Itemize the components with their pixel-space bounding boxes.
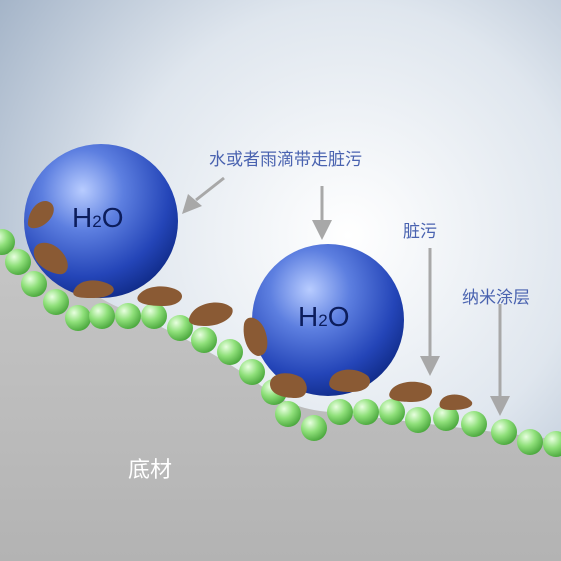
- label-dirt: 脏污: [403, 222, 437, 242]
- down-arrow-icon: [312, 186, 332, 240]
- label-water-carries-dirt: 水或者雨滴带走脏污: [209, 150, 362, 170]
- dirt-particle: [73, 280, 114, 298]
- nano-bead: [517, 429, 543, 455]
- nano-bead: [21, 271, 47, 297]
- nano-bead: [543, 431, 561, 457]
- dirt-particle: [329, 369, 371, 392]
- nano-bead: [65, 305, 91, 331]
- nano-bead: [43, 289, 69, 315]
- label-nano-coating: 纳米涂层: [462, 288, 530, 308]
- label-substrate: 底材: [128, 458, 173, 483]
- nano-bead: [275, 401, 301, 427]
- arrows: [182, 176, 510, 416]
- nano-bead: [405, 407, 431, 433]
- water-droplet-right: [252, 244, 404, 396]
- nano-bead: [191, 327, 217, 353]
- nano-bead: [433, 405, 459, 431]
- droplet-left-formula: H2O: [72, 202, 124, 233]
- nano-bead: [327, 399, 353, 425]
- dirt-particle: [243, 317, 268, 356]
- dirt-particle: [27, 201, 54, 229]
- nano-bead: [89, 303, 115, 329]
- nano-bead: [115, 303, 141, 329]
- nano-bead: [461, 411, 487, 437]
- nano-bead: [379, 399, 405, 425]
- nano-bead: [0, 229, 15, 255]
- dirt-particle: [270, 373, 307, 398]
- nano-bead: [5, 249, 31, 275]
- droplet-right-formula: H2O: [298, 301, 350, 332]
- down-arrow-icon: [420, 248, 440, 376]
- dirt-particle: [188, 302, 233, 326]
- nano-bead: [353, 399, 379, 425]
- nano-bead: [217, 339, 243, 365]
- nano-bead: [167, 315, 193, 341]
- nano-bead: [239, 359, 265, 385]
- nano-bead: [491, 419, 517, 445]
- down-arrow-icon: [490, 304, 510, 416]
- dirt-particle: [389, 381, 432, 402]
- dirt-particles: [27, 201, 473, 410]
- nano-bead: [141, 303, 167, 329]
- down-arrow-icon: [182, 176, 225, 214]
- nano-bead: [301, 415, 327, 441]
- dirt-particle: [439, 394, 473, 410]
- dirt-particle: [137, 286, 183, 306]
- dirt-particle: [33, 242, 68, 275]
